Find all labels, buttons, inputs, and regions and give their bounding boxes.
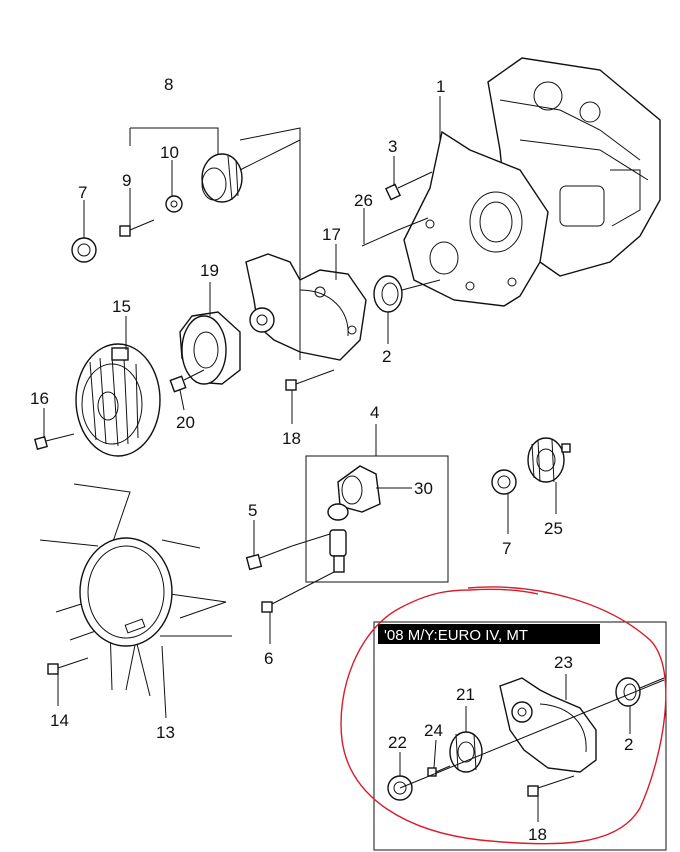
spacer-10 <box>165 195 183 213</box>
bolt-16 <box>34 433 75 450</box>
callout-2-inset: 2 <box>624 735 633 754</box>
callout-18-upper: 18 <box>282 429 301 448</box>
callout-7-lower: 7 <box>502 539 511 558</box>
cap-7-upper <box>71 237 97 263</box>
callout-30: 30 <box>414 479 433 498</box>
bolt-20 <box>169 369 205 393</box>
callout-25: 25 <box>544 519 563 538</box>
callout-21: 21 <box>456 685 475 704</box>
callout-14: 14 <box>50 711 69 730</box>
callout-24: 24 <box>424 721 443 740</box>
bolt-18-inset <box>527 775 575 797</box>
fan-pulley-19 <box>179 311 241 385</box>
callout-26: 26 <box>354 191 373 210</box>
callout-8: 8 <box>164 75 173 94</box>
callout-15: 15 <box>112 297 131 316</box>
leader-lines <box>43 96 631 822</box>
callout-4: 4 <box>370 403 379 422</box>
front-cover <box>403 130 549 307</box>
callout-18-inset: 18 <box>528 825 547 844</box>
highlight-loop <box>340 586 667 845</box>
cap-7-lower <box>491 469 517 495</box>
callout-1: 1 <box>436 77 445 96</box>
callout-19: 19 <box>200 261 219 280</box>
variant-box <box>373 621 667 851</box>
fan-13 <box>39 483 232 697</box>
idler-pulley-8 <box>201 139 301 203</box>
bolt-6 <box>261 571 335 613</box>
stud-26 <box>361 217 429 247</box>
fan-clutch-15 <box>75 343 161 457</box>
callout-22: 22 <box>388 733 407 752</box>
variant-label-bg <box>378 624 600 644</box>
bolt-18-upper <box>285 369 335 391</box>
callout-7-upper: 7 <box>78 183 87 202</box>
callout-2-upper: 2 <box>382 347 391 366</box>
water-pump-23 <box>499 677 597 773</box>
spacer-24 <box>427 765 451 777</box>
tensioner-arm <box>329 529 347 573</box>
variant-label: '08 M/Y:EURO IV, MT <box>384 627 528 644</box>
callout-16: 16 <box>30 389 49 408</box>
callout-17: 17 <box>322 225 341 244</box>
bolt-5 <box>245 533 331 571</box>
idler-25 <box>527 437 571 483</box>
callout-5: 5 <box>248 501 257 520</box>
bolt-14 <box>47 657 89 675</box>
callout-3: 3 <box>388 137 397 156</box>
callout-10: 10 <box>160 143 179 162</box>
water-pump-17 <box>245 253 367 361</box>
oil-seal-2-inset <box>615 677 665 707</box>
bolt-3 <box>385 171 433 201</box>
callout-20: 20 <box>176 413 195 432</box>
callout-6: 6 <box>264 649 273 668</box>
tensioner-box <box>305 455 449 583</box>
bolt-9 <box>119 219 155 237</box>
callout-23: 23 <box>554 653 573 672</box>
tensioner-pulley-30 <box>327 465 381 521</box>
callout-13: 13 <box>156 723 175 742</box>
callout-9: 9 <box>122 171 131 190</box>
